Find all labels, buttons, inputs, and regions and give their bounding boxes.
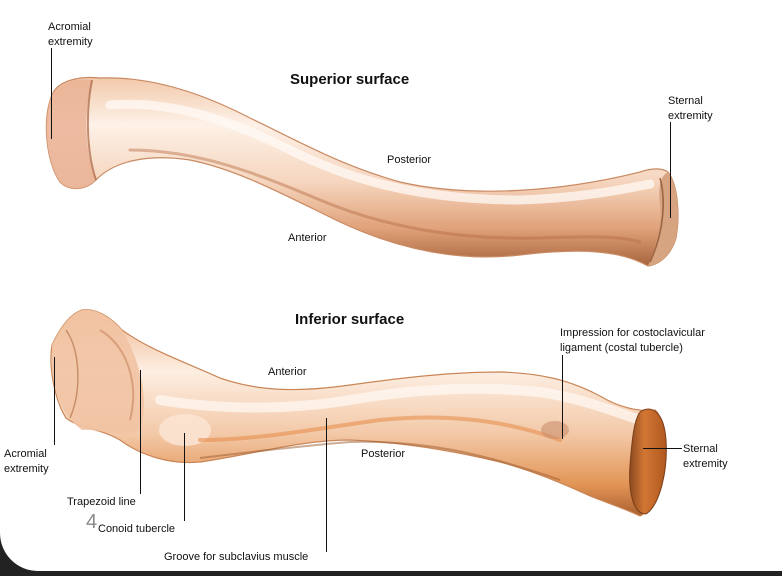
label-inferior-anterior: Anterior — [268, 366, 307, 378]
label-superior-anterior: Anterior — [288, 232, 327, 244]
leader-trapezoid-line — [140, 370, 141, 494]
inferior-surface-title: Inferior surface — [295, 311, 405, 328]
inferior-clavicle — [50, 309, 667, 517]
leader-costal-tubercle — [562, 355, 563, 439]
page-number: 4 — [86, 511, 98, 533]
label-inferior-sternal-extremity: Sternal extremity — [683, 443, 728, 470]
superior-clavicle — [45, 76, 679, 267]
leader-superior-acromial — [51, 48, 52, 139]
label-superior-sternal-extremity: Sternal extremity — [668, 95, 713, 122]
label-superior-posterior: Posterior — [387, 154, 432, 166]
label-conoid-tubercle: Conoid tubercle — [98, 523, 176, 535]
leader-inferior-sternal — [643, 448, 682, 449]
label-inferior-acromial-extremity: Acromial extremity — [4, 448, 49, 475]
label-subclavius-groove: Groove for subclavius muscle — [164, 551, 309, 563]
leader-superior-sternal — [670, 122, 671, 218]
leader-subclavius-groove — [326, 418, 327, 552]
label-trapezoid-line: Trapezoid line — [67, 496, 136, 508]
leader-conoid-tubercle — [184, 433, 185, 521]
superior-surface-title: Superior surface — [290, 71, 410, 88]
leader-inferior-acromial — [54, 357, 55, 445]
label-superior-acromial-extremity: Acromial extremity — [48, 21, 93, 48]
label-costal-tubercle: Impression for costoclavicular ligament … — [560, 327, 705, 354]
label-inferior-posterior: Posterior — [361, 448, 406, 460]
